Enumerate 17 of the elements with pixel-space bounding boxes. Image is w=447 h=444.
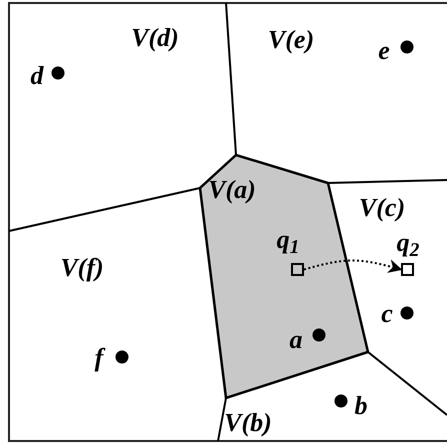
- point-label: b: [354, 393, 368, 419]
- query-point-label: q$_{2}$: [396, 230, 420, 256]
- query-point-marker: [401, 263, 414, 276]
- point-label: e: [378, 38, 390, 64]
- region-label: V(f): [60, 255, 104, 281]
- region-label: V(d): [131, 25, 179, 51]
- point-label: a: [290, 327, 302, 353]
- region-label: V(b): [224, 410, 272, 436]
- region-label: V(e): [268, 27, 314, 53]
- dotted-arrow: [304, 259, 402, 273]
- region-label: V(c): [358, 195, 406, 221]
- region-label: V(a): [208, 177, 256, 203]
- query-point-marker: [291, 263, 304, 276]
- point-label: d: [30, 63, 44, 89]
- point-label: c: [381, 301, 393, 327]
- point-label: f: [94, 345, 104, 371]
- query-point-label: q$_{1}$: [276, 227, 300, 253]
